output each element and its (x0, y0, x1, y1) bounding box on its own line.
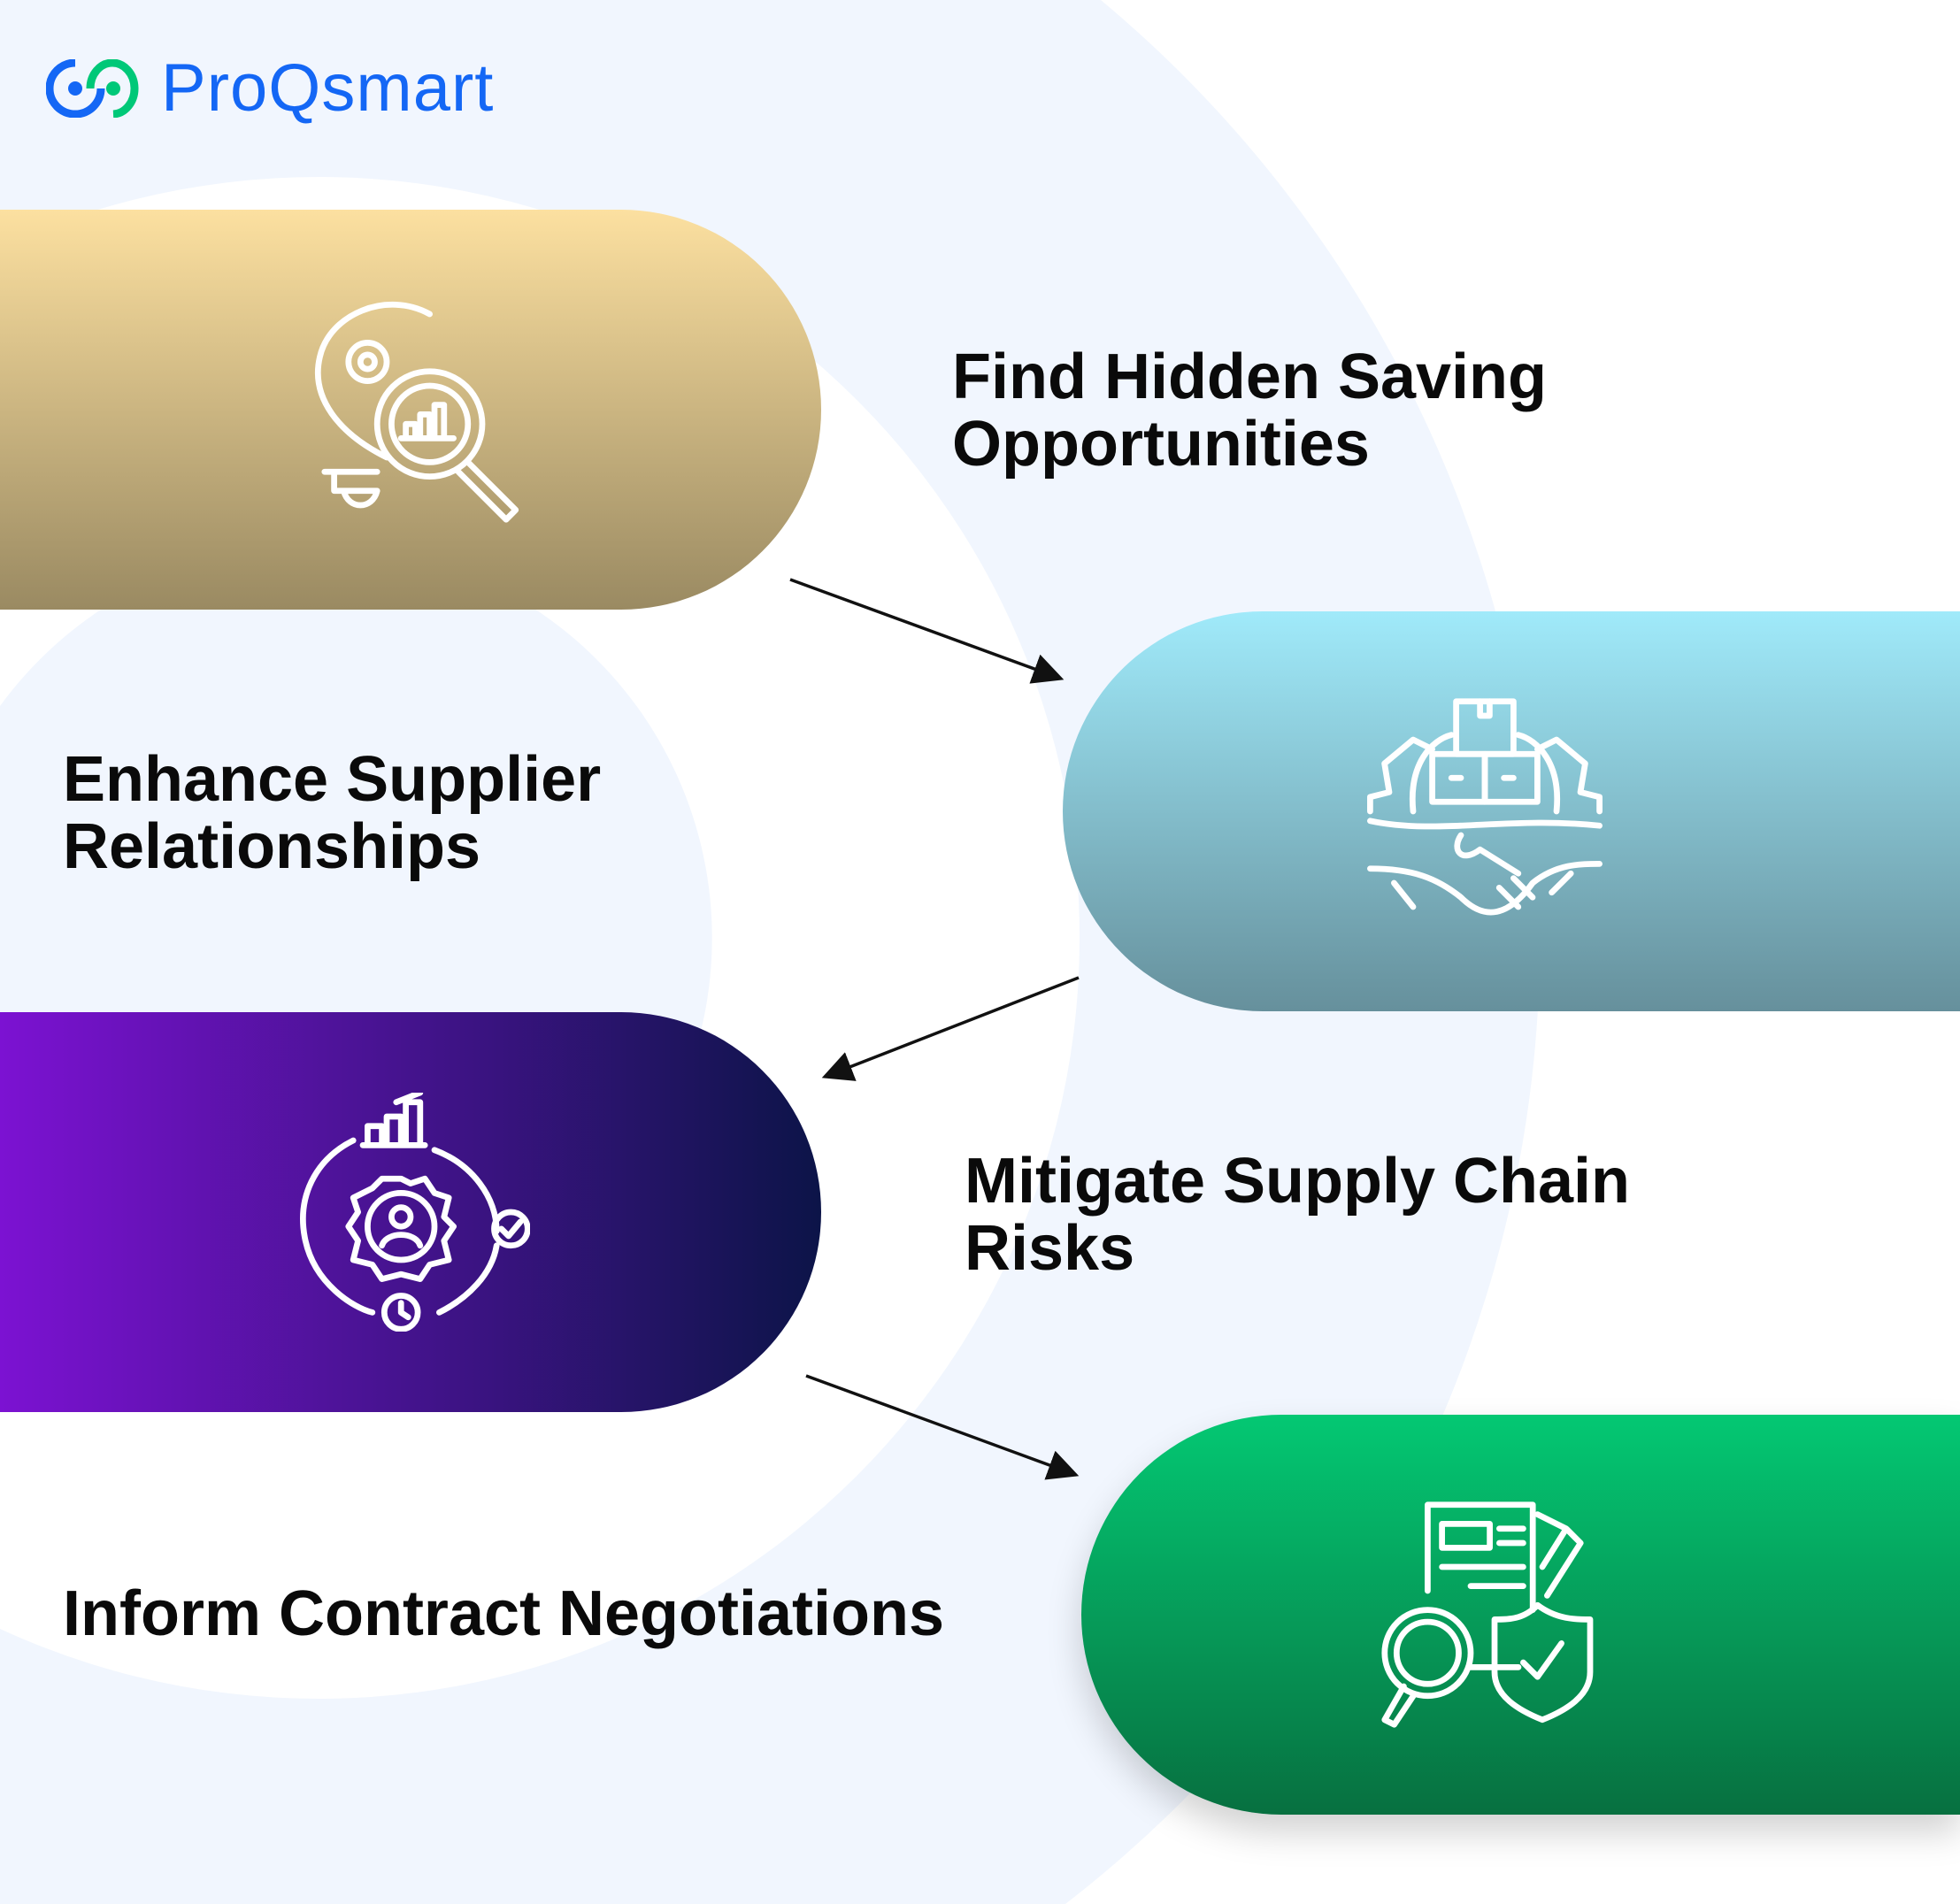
step-card-savings (0, 210, 821, 610)
step-label-savings: Find Hidden Saving Opportunities (952, 343, 1547, 478)
gear-cycle-person-icon (300, 1093, 530, 1332)
label-line: Opportunities (952, 409, 1370, 480)
label-line: Inform Contract Negotiations (63, 1578, 945, 1649)
proqsmart-logo: ProQsmart (46, 50, 494, 127)
label-line: Relationships (63, 811, 481, 882)
lightbulb-analytics-icon (315, 301, 519, 523)
step-card-supplier (1063, 611, 1960, 1011)
step-card-contracts (1081, 1415, 1960, 1815)
label-line: Mitigate Supply Chain (965, 1146, 1631, 1217)
step-label-risks: Mitigate Supply Chain Risks (965, 1148, 1630, 1282)
document-search-shield-icon (1380, 1501, 1593, 1728)
handshake-boxes-icon (1367, 698, 1603, 916)
step-card-risks (0, 1012, 821, 1412)
label-line: Find Hidden Saving (952, 342, 1548, 412)
logo-mark-icon (46, 58, 139, 118)
logo-text: ProQsmart (161, 50, 495, 126)
label-line: Enhance Supplier (63, 744, 602, 815)
step-label-contracts: Inform Contract Negotiations (63, 1580, 944, 1647)
label-line: Risks (965, 1213, 1135, 1284)
step-label-supplier: Enhance Supplier Relationships (63, 746, 601, 880)
